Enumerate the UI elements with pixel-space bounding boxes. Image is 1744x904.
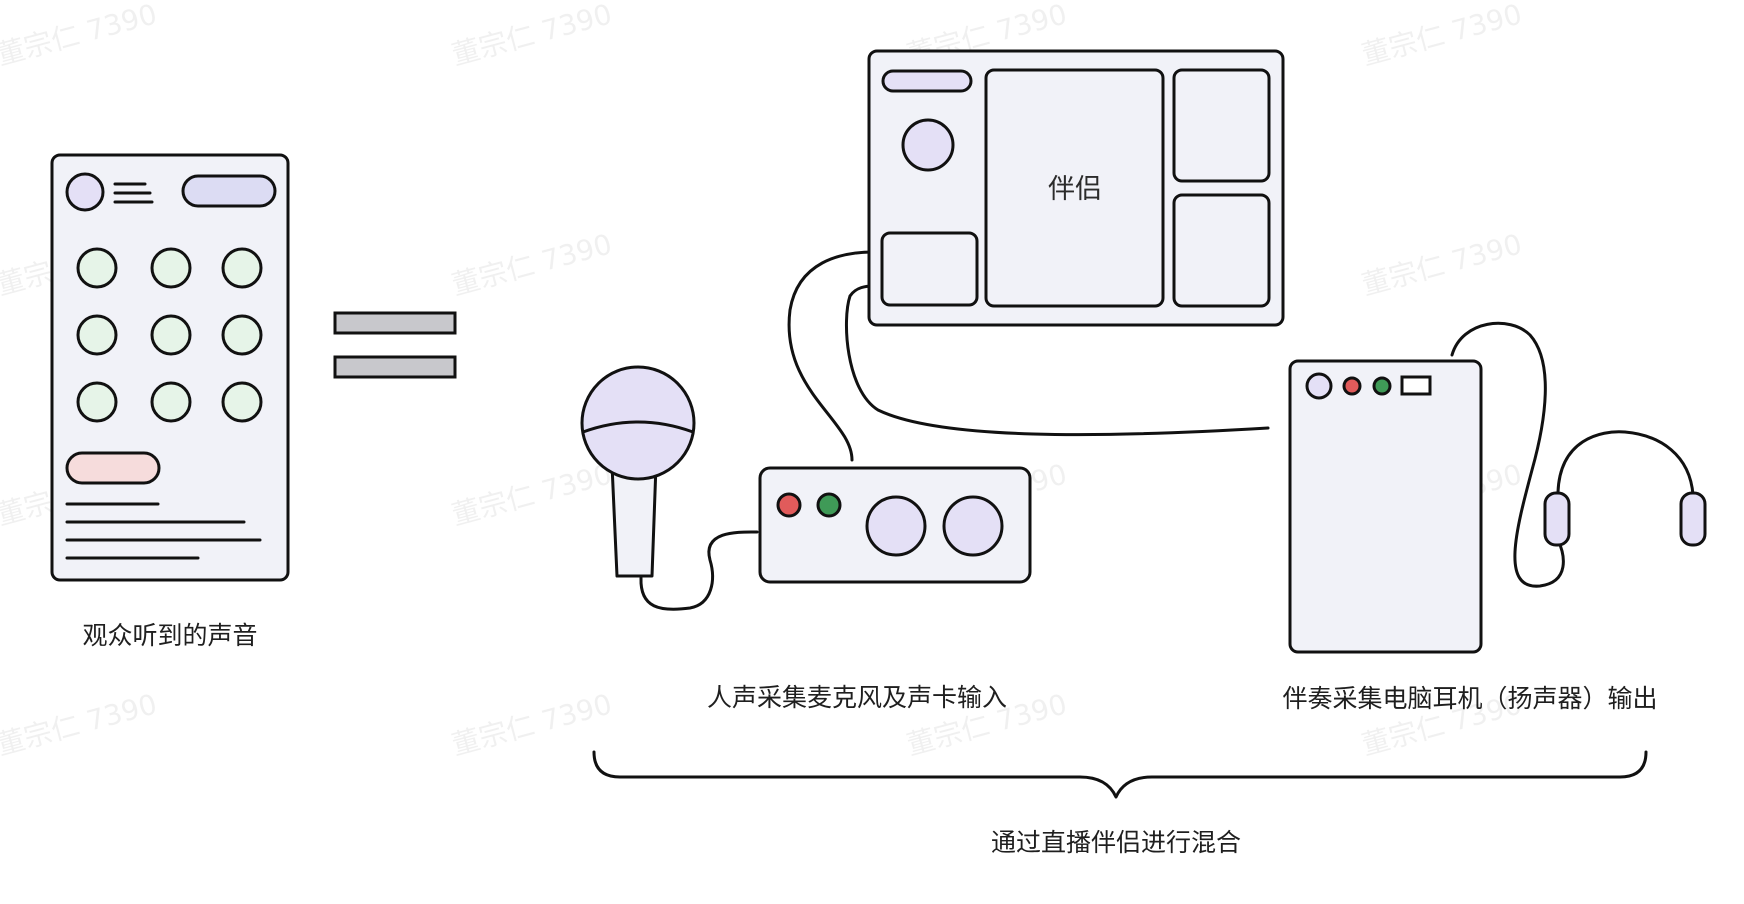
cable-mic-to-interface [639,530,759,611]
monitor-center-panel [984,68,1165,308]
phone-dot [221,314,263,356]
companion-center-label: 伴侣 [1048,174,1102,205]
mixing-label: 通过直播伴侣进行混合 [991,828,1241,857]
device-green-indicator [1372,376,1392,396]
sound-card-green-indicator [816,492,842,518]
phone-dot [76,381,118,423]
watermark: 董宗仁 7390 [448,687,615,761]
grouping-brace [592,750,1648,799]
cable-device-to-monitor [845,284,1270,437]
phone-dot [76,314,118,356]
playback-device-illustration [1288,359,1483,654]
phone-dot [150,314,192,356]
microphone-head-band [581,420,695,434]
cable-interface-to-monitor [787,250,876,462]
monitor-right-panel-bottom [1172,193,1271,308]
headphones-right-cup [1679,491,1707,547]
headphones-left-cup [1543,491,1571,547]
monitor-illustration [867,49,1285,327]
equals-bar-bottom [333,355,457,379]
cables [639,250,1565,611]
phone-body [50,153,290,582]
watermark: 董宗仁 7390 [1358,0,1525,72]
phone-pink-pill [65,451,161,485]
equals-bar-top [333,311,457,335]
phone-avatar [65,172,105,212]
vocal-input-label: 人声采集麦克风及声卡输入 [707,683,1007,712]
equals-sign [333,311,457,379]
watermark: 董宗仁 7390 [448,227,615,301]
watermark: 董宗仁 7390 [0,687,160,761]
watermark: 董宗仁 7390 [448,457,615,531]
phone-dot [76,247,118,289]
monitor-right-panel-top [1172,68,1271,183]
watermark: 董宗仁 7390 [1358,227,1525,301]
headphones-icon [1543,430,1707,547]
cable-device-to-headphones [1450,321,1565,588]
sound-card-knob [942,495,1004,557]
phone-dot [221,381,263,423]
sound-card-illustration [758,466,1032,584]
device-body [1288,359,1483,654]
phone-illustration [50,153,290,582]
device-knob [1305,372,1333,400]
monitor-top-pill [881,69,973,93]
sound-card-red-indicator [776,492,802,518]
phone-dot [150,381,192,423]
accompaniment-output-label: 伴奏采集电脑耳机（扬声器）输出 [1282,684,1657,713]
microphone-handle [610,463,658,578]
phone-header-pill [181,174,277,208]
monitor-avatar [901,118,955,172]
microphone-icon [580,365,696,578]
phone-dot [221,247,263,289]
sound-card-knob [865,495,927,557]
device-display [1400,375,1432,396]
watermark: 董宗仁 7390 [0,0,160,72]
watermark: 董宗仁 7390 [448,0,615,72]
phone-dot [150,247,192,289]
audience-sound-label: 观众听到的声音 [82,621,257,650]
headphones-band [1556,430,1695,497]
device-red-indicator [1342,376,1362,396]
monitor-small-panel [880,231,979,307]
